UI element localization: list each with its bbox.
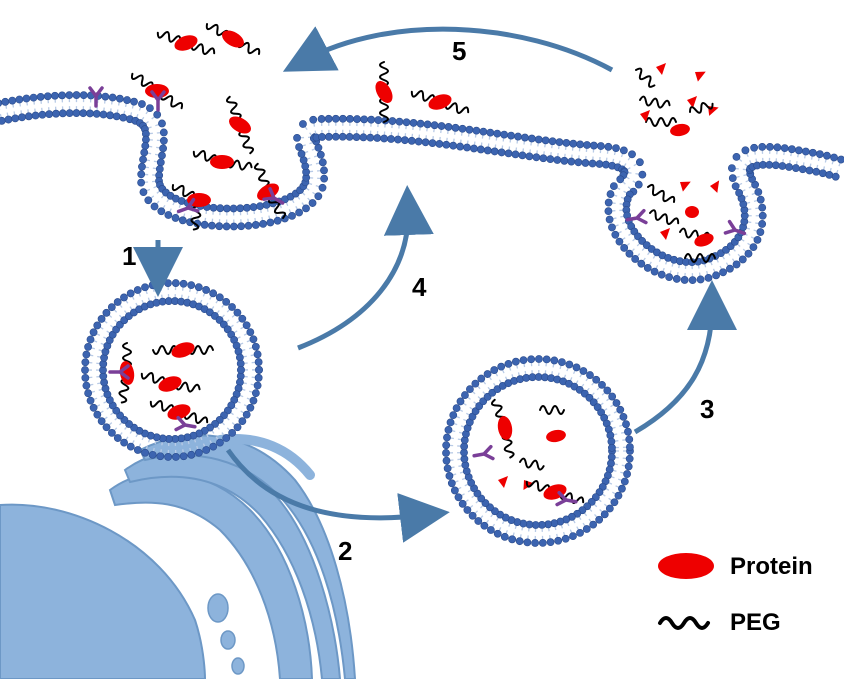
peg-chain [646, 184, 676, 206]
protein [545, 428, 567, 443]
arrow-step-4 [298, 210, 408, 348]
protein [172, 32, 199, 53]
protein-fragment [677, 178, 691, 193]
peg-chain [639, 96, 670, 109]
protein [156, 373, 183, 394]
protein-fragment [640, 110, 650, 122]
receptor [473, 447, 493, 462]
step-label-1: 1 [122, 241, 136, 271]
protein-legend-icon [658, 553, 714, 579]
protein-fragment [709, 180, 721, 194]
peg-chain [540, 406, 564, 414]
protein [693, 231, 716, 249]
golgi-apparatus [0, 435, 355, 679]
legend-protein-label: Protein [730, 553, 813, 580]
early-endosome [81, 279, 262, 460]
legend-peg-label: PEG [730, 609, 781, 636]
peg-chain [519, 458, 544, 470]
step-label-2: 2 [338, 536, 352, 566]
protein [372, 78, 396, 106]
protein-fragment [656, 63, 666, 75]
peg-chain [646, 118, 676, 126]
peg-legend-icon [660, 618, 708, 628]
protein [426, 91, 453, 112]
protein [496, 415, 514, 441]
golgi-vesicle [221, 631, 235, 649]
golgi-vesicle [232, 658, 244, 674]
peg-chain [633, 67, 657, 89]
protein-fragment [660, 228, 670, 240]
protein [219, 27, 247, 51]
protein [169, 339, 196, 360]
step-label-3: 3 [700, 394, 714, 424]
legend: Protein PEG [658, 553, 813, 636]
protein [669, 122, 691, 137]
protein-fragment [692, 68, 706, 83]
protein-fragment [498, 476, 508, 488]
step-label-5: 5 [452, 36, 466, 66]
protein [685, 206, 699, 218]
golgi-vesicle [208, 594, 228, 622]
peg-chain [649, 209, 680, 227]
late-endosome [442, 355, 633, 546]
receptor [176, 418, 196, 433]
step-label-4: 4 [412, 272, 427, 302]
protein [210, 155, 234, 169]
